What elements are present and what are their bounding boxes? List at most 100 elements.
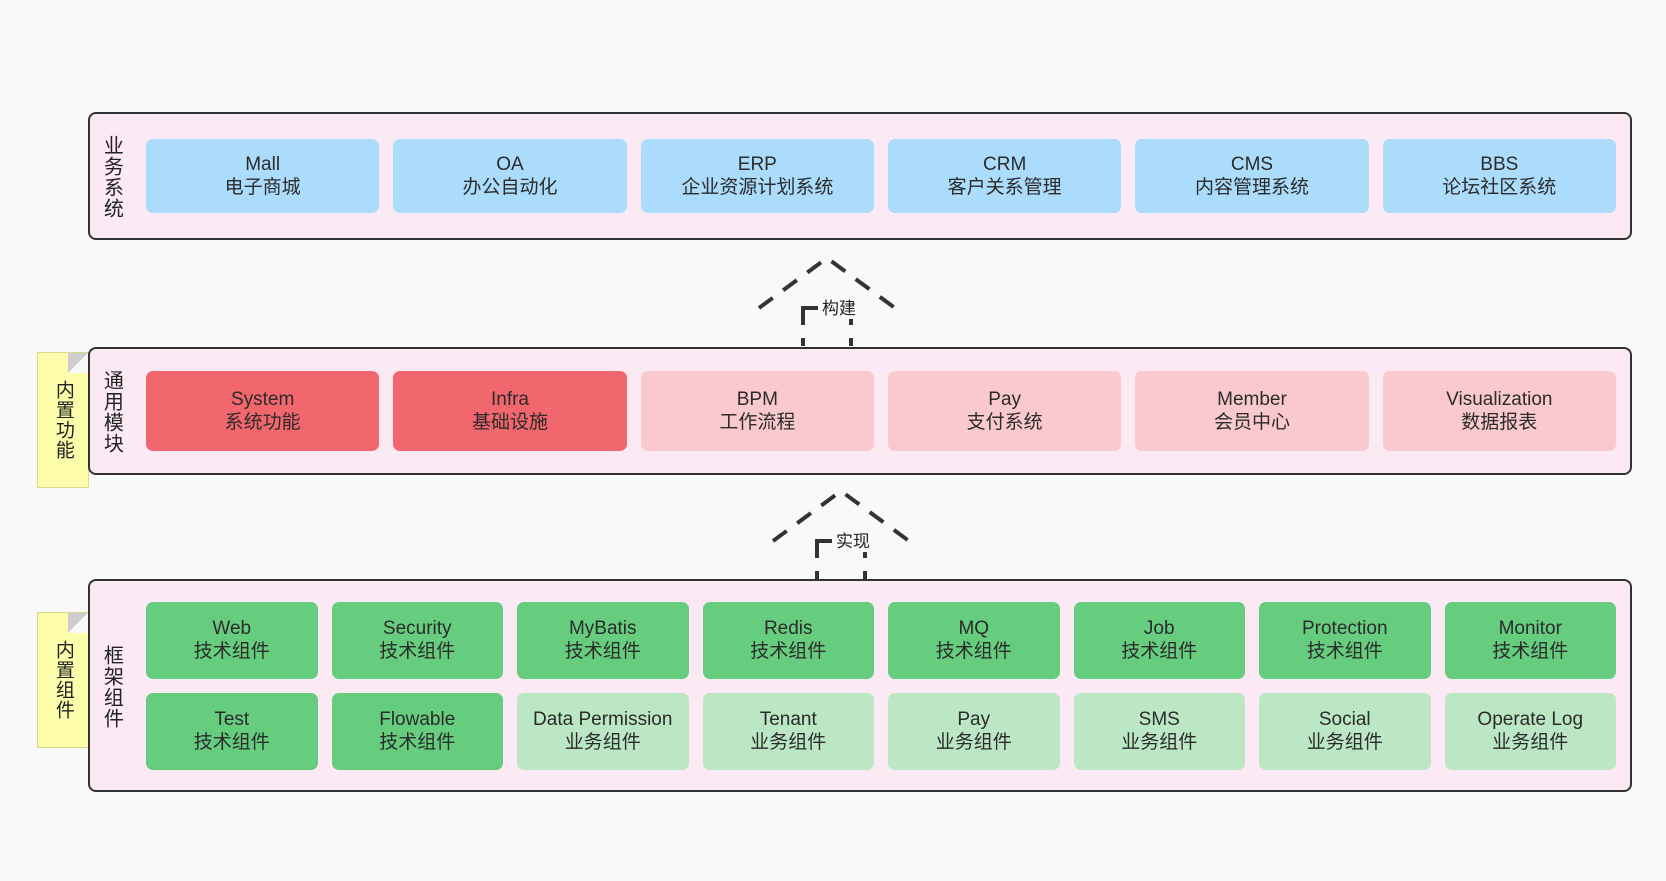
card-title: Pay <box>957 708 991 730</box>
card-title: Mall <box>245 153 281 175</box>
card-subtitle: 业务组件 <box>1492 732 1569 753</box>
card-title: CMS <box>1230 153 1274 175</box>
card-pay[interactable]: Pay 支付系统 <box>887 371 1122 451</box>
layer-title-common: 通用模块 <box>100 370 123 454</box>
card-member[interactable]: Member 会员中心 <box>1135 371 1369 451</box>
card-flowable[interactable]: Flowable 技术组件 <box>331 692 503 770</box>
note-builtin-components: 内置组件 <box>37 612 89 748</box>
card-monitor[interactable]: Monitor 技术组件 <box>1444 601 1616 679</box>
card-subtitle: 技术组件 <box>1306 641 1383 662</box>
card-redis[interactable]: Redis 技术组件 <box>702 601 874 679</box>
layer-body-business: Mall 电子商城 OA 办公自动化 ERP 企业资源计划系统 CRM 客户关系… <box>132 114 1630 238</box>
card-subtitle: 技术组件 <box>193 641 270 662</box>
card-title: Monitor <box>1498 617 1562 639</box>
card-subtitle: 业务组件 <box>1306 732 1383 753</box>
card-bpm[interactable]: BPM 工作流程 <box>640 371 874 451</box>
card-infra[interactable]: Infra 基础设施 <box>393 371 627 451</box>
note-builtin-functions: 内置功能 <box>37 352 89 488</box>
card-mall[interactable]: Mall 电子商城 <box>146 139 380 213</box>
note-label: 内置组件 <box>52 640 74 720</box>
layer-body-framework: Web 技术组件 Security 技术组件 MyBatis 技术组件 Redi… <box>132 581 1630 790</box>
card-title: Social <box>1318 708 1371 730</box>
card-subtitle: 技术组件 <box>379 732 456 753</box>
card-pay-component[interactable]: Pay 业务组件 <box>888 692 1060 770</box>
card-subtitle: 技术组件 <box>193 732 270 753</box>
card-subtitle: 办公自动化 <box>462 177 558 198</box>
card-title: Data Permission <box>533 708 673 730</box>
card-title: ERP <box>737 153 777 175</box>
card-crm[interactable]: CRM 客户关系管理 <box>887 139 1122 213</box>
card-mq[interactable]: MQ 技术组件 <box>888 601 1060 679</box>
card-subtitle: 工作流程 <box>719 412 796 433</box>
card-subtitle: 技术组件 <box>1121 641 1198 662</box>
card-title: Visualization <box>1446 388 1553 410</box>
card-oa[interactable]: OA 办公自动化 <box>393 139 627 213</box>
card-row: Mall 电子商城 OA 办公自动化 ERP 企业资源计划系统 CRM 客户关系… <box>146 139 1616 213</box>
layer-framework-components: 框架组件 Web 技术组件 Security 技术组件 MyBatis 技术组件… <box>88 579 1632 792</box>
card-social[interactable]: Social 业务组件 <box>1259 692 1431 770</box>
card-tenant[interactable]: Tenant 业务组件 <box>702 692 874 770</box>
connector-build: 构建 <box>757 255 907 348</box>
card-title: Operate Log <box>1477 708 1584 730</box>
card-mybatis[interactable]: MyBatis 技术组件 <box>517 601 689 679</box>
layer-title-framework: 框架组件 <box>100 644 123 729</box>
card-title: Web <box>212 617 252 639</box>
card-title: Job <box>1143 617 1175 639</box>
card-title: BBS <box>1480 153 1519 175</box>
layer-body-common: System 系统功能 Infra 基础设施 BPM 工作流程 Pay 支付系统… <box>132 349 1630 473</box>
card-visualization[interactable]: Visualization 数据报表 <box>1382 371 1616 451</box>
card-subtitle: 技术组件 <box>1492 641 1569 662</box>
card-protection[interactable]: Protection 技术组件 <box>1259 601 1431 679</box>
card-erp[interactable]: ERP 企业资源计划系统 <box>640 139 874 213</box>
card-subtitle: 会员中心 <box>1213 412 1290 433</box>
card-row: System 系统功能 Infra 基础设施 BPM 工作流程 Pay 支付系统… <box>146 371 1616 451</box>
card-row: Test 技术组件 Flowable 技术组件 Data Permission … <box>146 692 1616 770</box>
card-title: Redis <box>763 617 813 639</box>
card-subtitle: 系统功能 <box>224 412 301 433</box>
connector-implement: 实现 <box>771 488 921 581</box>
card-subtitle: 技术组件 <box>564 641 641 662</box>
card-title: System <box>230 388 295 410</box>
card-security[interactable]: Security 技术组件 <box>331 601 503 679</box>
note-label: 内置功能 <box>52 380 74 460</box>
card-title: Pay <box>988 388 1022 410</box>
card-title: Infra <box>490 388 529 410</box>
card-subtitle: 业务组件 <box>1121 732 1198 753</box>
card-title: MQ <box>958 617 990 639</box>
card-subtitle: 论坛社区系统 <box>1442 177 1557 198</box>
card-title: CRM <box>983 153 1027 175</box>
card-subtitle: 技术组件 <box>935 641 1012 662</box>
card-title: MyBatis <box>568 617 637 639</box>
card-subtitle: 业务组件 <box>935 732 1012 753</box>
card-system[interactable]: System 系统功能 <box>146 371 380 451</box>
card-title: Tenant <box>759 708 817 730</box>
card-subtitle: 基础设施 <box>471 412 548 433</box>
card-title: SMS <box>1138 708 1180 730</box>
card-subtitle: 客户关系管理 <box>947 177 1062 198</box>
card-test[interactable]: Test 技术组件 <box>146 692 318 770</box>
card-bbs[interactable]: BBS 论坛社区系统 <box>1382 139 1616 213</box>
card-operate-log[interactable]: Operate Log 业务组件 <box>1444 692 1616 770</box>
card-data-permission[interactable]: Data Permission 业务组件 <box>517 692 689 770</box>
card-title: Flowable <box>379 708 456 730</box>
card-row: Web 技术组件 Security 技术组件 MyBatis 技术组件 Redi… <box>146 601 1616 679</box>
layer-title-business: 业务系统 <box>100 135 123 219</box>
card-subtitle: 业务组件 <box>564 732 641 753</box>
card-job[interactable]: Job 技术组件 <box>1073 601 1245 679</box>
card-web[interactable]: Web 技术组件 <box>146 601 318 679</box>
card-title: Protection <box>1301 617 1388 639</box>
card-title: OA <box>496 153 524 175</box>
connector-build-label: 构建 <box>819 294 859 319</box>
card-title: Member <box>1217 388 1287 410</box>
card-sms[interactable]: SMS 业务组件 <box>1073 692 1245 770</box>
card-subtitle: 电子商城 <box>224 177 301 198</box>
card-subtitle: 内容管理系统 <box>1194 177 1309 198</box>
connector-implement-label: 实现 <box>833 527 873 552</box>
card-title: Test <box>214 708 250 730</box>
card-title: Security <box>382 617 452 639</box>
card-title: BPM <box>736 388 778 410</box>
card-cms[interactable]: CMS 内容管理系统 <box>1135 139 1369 213</box>
card-subtitle: 业务组件 <box>750 732 827 753</box>
card-subtitle: 技术组件 <box>750 641 827 662</box>
